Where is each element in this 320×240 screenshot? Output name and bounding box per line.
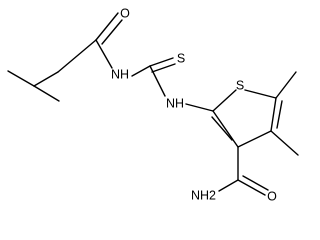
bond bbox=[7, 70, 35, 87]
atom-label-amide-nitrogen: NH bbox=[111, 67, 129, 81]
bond bbox=[185, 103, 214, 112]
bond bbox=[95, 12, 119, 41]
bond bbox=[33, 71, 59, 87]
bond bbox=[244, 89, 277, 99]
bond bbox=[212, 110, 239, 148]
bond bbox=[270, 130, 299, 156]
bond bbox=[149, 57, 174, 67]
bond bbox=[242, 175, 269, 191]
bond bbox=[33, 85, 60, 102]
bond bbox=[149, 65, 166, 97]
bond bbox=[151, 63, 176, 73]
bond bbox=[131, 65, 151, 77]
atom-label-ring-sulfur: S bbox=[236, 78, 244, 92]
bond bbox=[276, 100, 283, 129]
bond bbox=[212, 89, 237, 112]
atom-label-carboxamide-oxygen: O bbox=[267, 189, 277, 203]
structure-diagram: O NH S NH S O NH2 bbox=[7, 6, 299, 203]
atom-label-thione-sulfur: S bbox=[177, 51, 185, 65]
atom-label-carboxamide-nitrogen: NH2 bbox=[191, 188, 216, 202]
bond bbox=[211, 116, 233, 141]
atom-label-carbonyl-oxygen: O bbox=[120, 6, 130, 20]
bond bbox=[101, 19, 123, 45]
bond bbox=[95, 39, 113, 69]
atom-label-thiourea-nitrogen: NH bbox=[166, 96, 184, 110]
bond bbox=[270, 97, 277, 132]
bond bbox=[275, 71, 297, 99]
bond bbox=[237, 130, 272, 148]
bond bbox=[57, 39, 97, 73]
bond bbox=[237, 179, 266, 196]
bond bbox=[218, 179, 239, 192]
